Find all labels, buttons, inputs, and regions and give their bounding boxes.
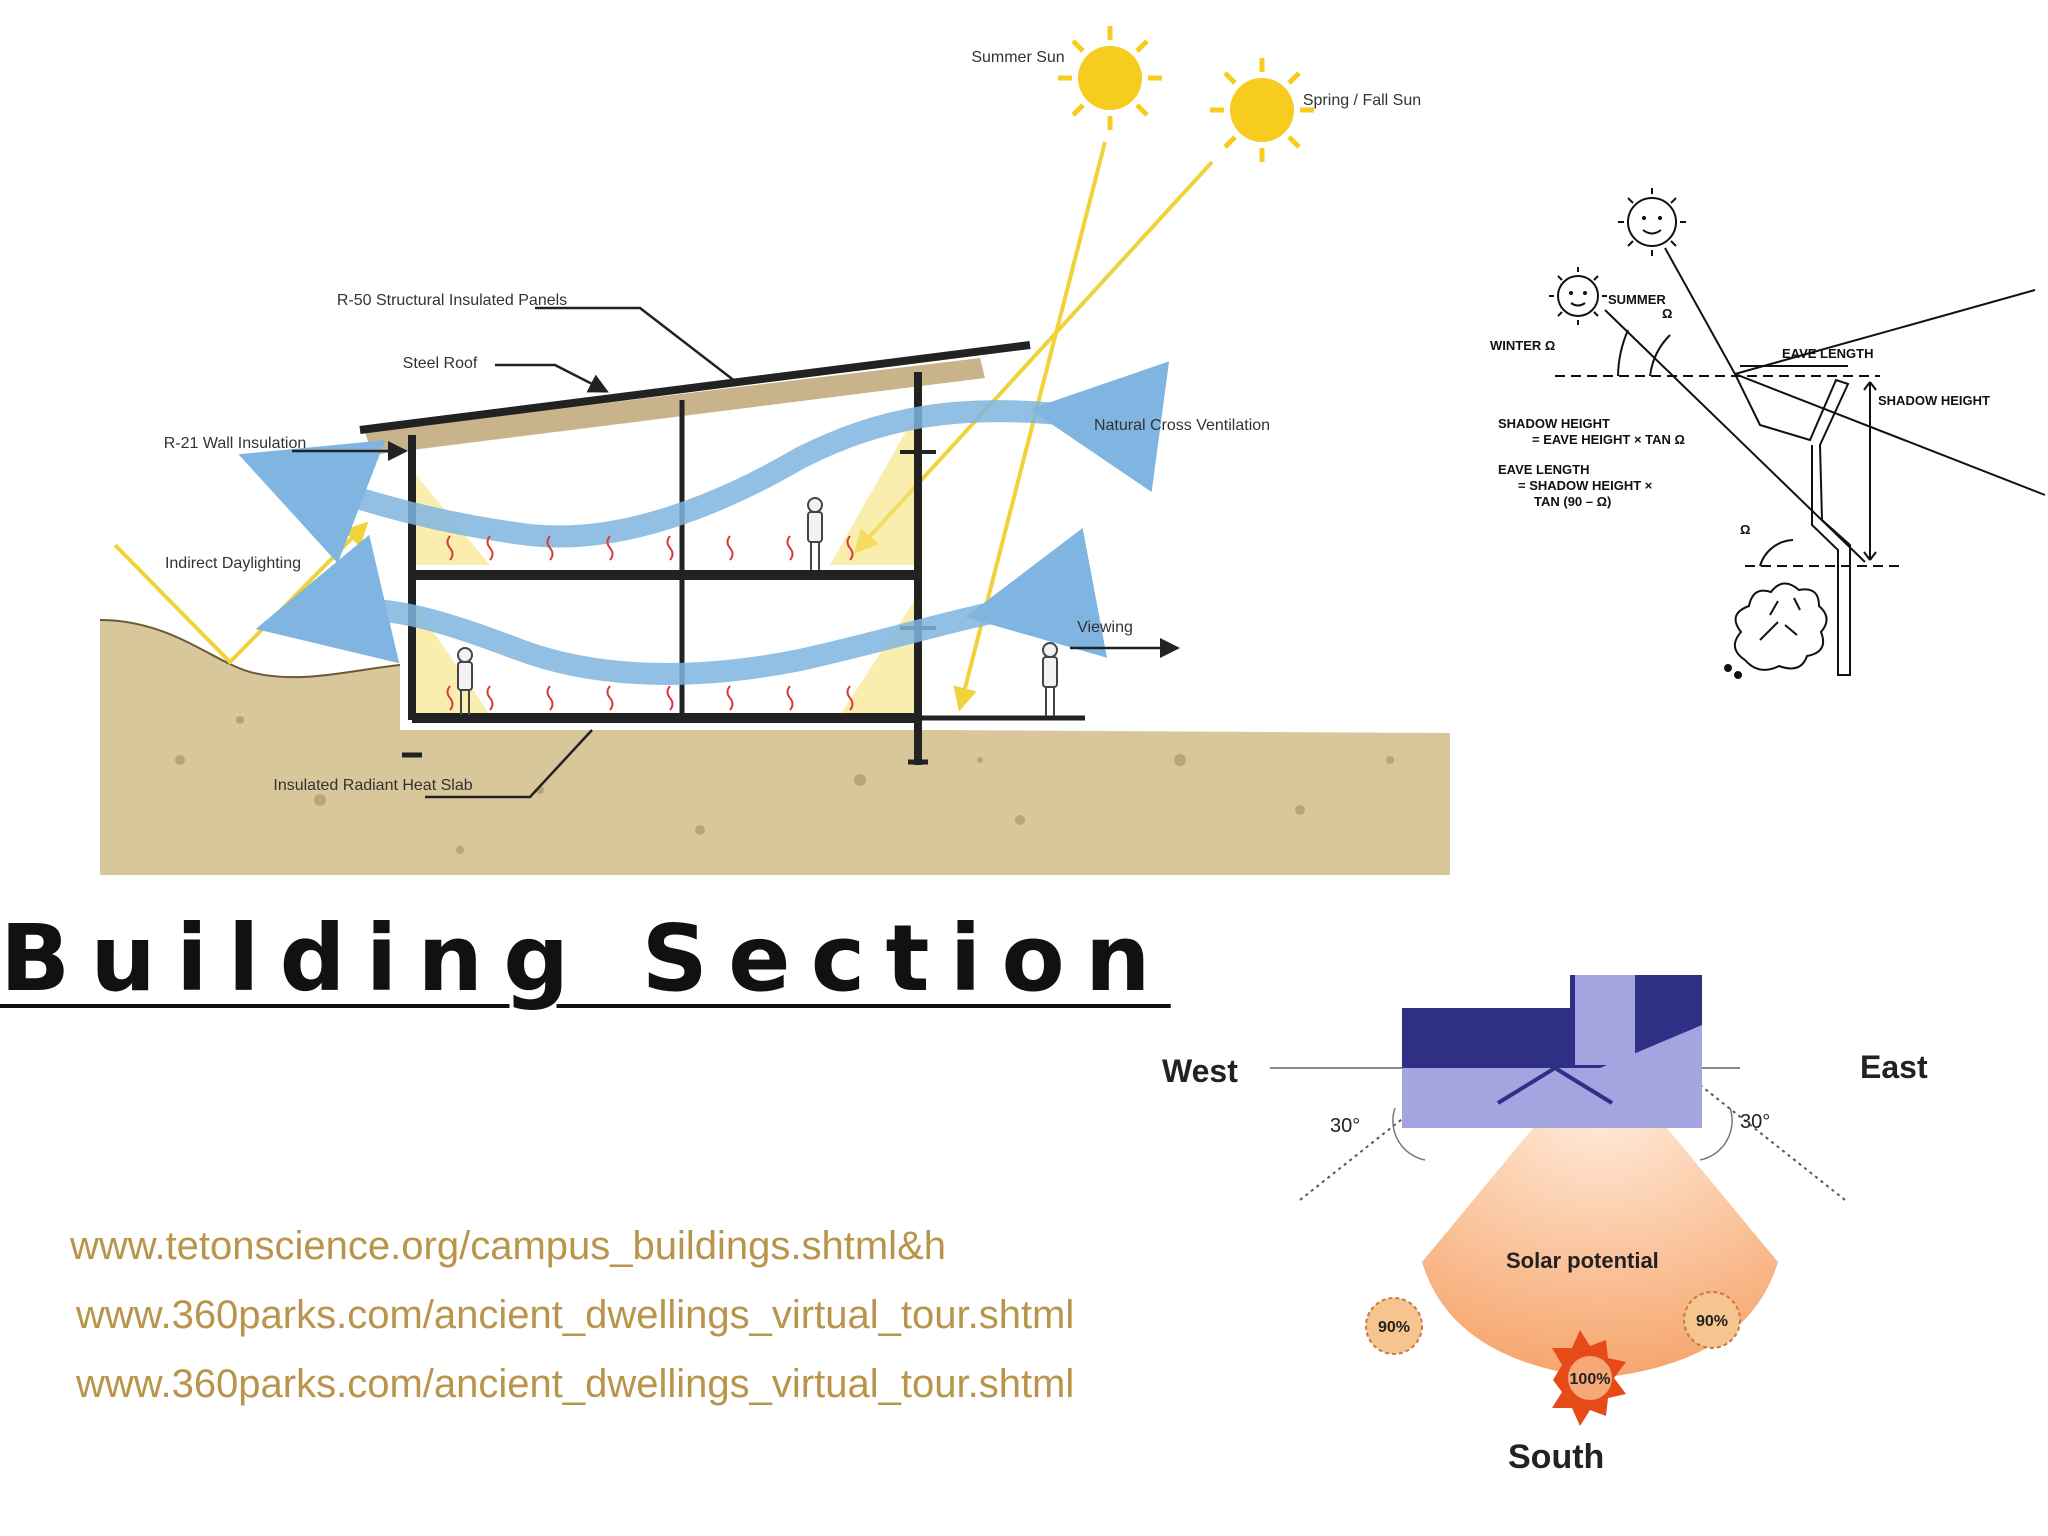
reference-link[interactable]: www.tetonscience.org/campus_buildings.sh…: [70, 1224, 946, 1268]
steel-roof-label: Steel Roof: [403, 355, 478, 372]
person-icon: [1042, 642, 1058, 716]
cross-ventilation-label: Natural Cross Ventilation: [1094, 417, 1270, 434]
page-title: Building Section: [0, 905, 1171, 1012]
reference-link[interactable]: www.360parks.com/ancient_dwellings_virtu…: [76, 1293, 1075, 1337]
formula-2a: EAVE LENGTH: [1498, 462, 1590, 477]
right-pct-label: 90%: [1696, 1313, 1728, 1330]
person-icon: [457, 647, 473, 715]
house-plan-icon: [1402, 975, 1702, 1128]
roof-panels-label: R-50 Structural Insulated Panels: [337, 292, 567, 309]
formula-2c: TAN (90 – Ω): [1534, 494, 1611, 509]
formula-1b: = EAVE HEIGHT × TAN Ω: [1532, 432, 1685, 447]
south-label: South: [1508, 1438, 1604, 1476]
angle-left-label: 30°: [1330, 1115, 1360, 1137]
winter-label: WINTER Ω: [1490, 338, 1555, 353]
west-label: West: [1162, 1053, 1238, 1089]
ground-base: [100, 720, 1450, 875]
omega-label: Ω: [1740, 522, 1750, 537]
angle-right-label: 30°: [1740, 1111, 1770, 1133]
person-icon: [807, 497, 823, 570]
sun-percentage-badge: [1683, 1291, 1741, 1349]
summer-omega-label: Ω: [1662, 306, 1672, 321]
sun-face-icon: [1618, 188, 1686, 256]
sun-face-icon: [1549, 267, 1607, 325]
formula-1a: SHADOW HEIGHT: [1498, 416, 1610, 431]
lower-airflow-arrow: [255, 527, 1108, 685]
heat-slab-label: Insulated Radiant Heat Slab: [273, 777, 472, 794]
center-pct-label: 100%: [1570, 1371, 1611, 1388]
solar-potential-label: Solar potential: [1506, 1248, 1659, 1273]
shrub-icon: [1724, 582, 1828, 679]
summer-label: SUMMER: [1608, 292, 1666, 307]
reference-links: www.tetonscience.org/campus_buildings.sh…: [70, 1212, 1074, 1419]
wall-insulation-label: R-21 Wall Insulation: [164, 435, 307, 452]
summer-sun-label: Summer Sun: [971, 49, 1064, 66]
spring-fall-sun-icon: [1210, 58, 1314, 162]
full-sun-badge-icon: [1552, 1330, 1626, 1426]
formula-2b: = SHADOW HEIGHT ×: [1518, 478, 1653, 493]
eave-length-label: EAVE LENGTH: [1782, 346, 1874, 361]
spring-fall-sun-label: Spring / Fall Sun: [1303, 92, 1421, 109]
upper-airflow-arrow: [238, 361, 1170, 564]
shadow-height-label: SHADOW HEIGHT: [1878, 393, 1990, 408]
sun-percentage-badge: [1365, 1297, 1423, 1355]
viewing-label: Viewing: [1077, 619, 1133, 636]
reference-link[interactable]: www.360parks.com/ancient_dwellings_virtu…: [76, 1362, 1075, 1406]
left-pct-label: 90%: [1378, 1319, 1410, 1336]
summer-sun-icon: [1058, 26, 1162, 130]
east-label: East: [1860, 1049, 1928, 1085]
indirect-daylighting-label: Indirect Daylighting: [165, 555, 301, 572]
